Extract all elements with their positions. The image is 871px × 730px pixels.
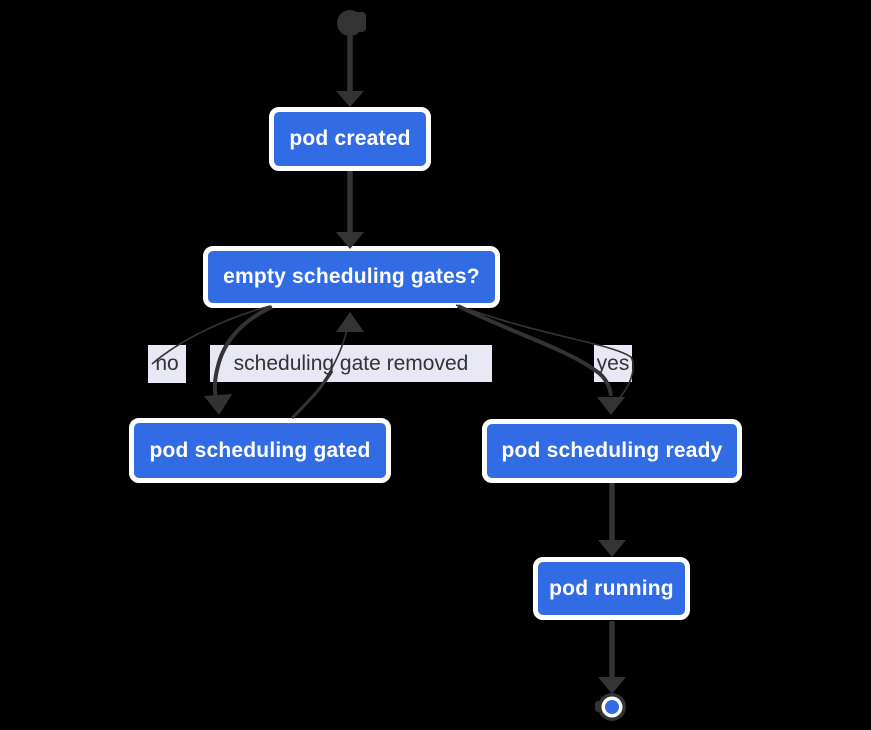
arrowhead-icon [336, 312, 364, 332]
node-pod-scheduling-gated: pod scheduling gated [129, 418, 391, 483]
edge-label-scheduling-gate-removed-text: scheduling gate removed [233, 351, 469, 375]
node-pod-scheduling-ready: pod scheduling ready [482, 419, 742, 483]
node-pod-scheduling-gated-label: pod scheduling gated [149, 438, 371, 462]
arrowhead-icon [204, 394, 232, 415]
node-pod-running-label: pod running [549, 576, 674, 600]
edge-label-no: no [148, 345, 186, 383]
edge-label-no-text: no [155, 352, 179, 375]
node-pod-created: pod created [269, 107, 431, 171]
node-pod-scheduling-ready-label: pod scheduling ready [501, 439, 723, 462]
edge-label-yes-text: yes [596, 351, 630, 375]
arrowhead-icon [598, 677, 626, 694]
arrowhead-icon [597, 397, 625, 415]
node-pod-running: pod running [533, 557, 690, 620]
arrowhead-icon [598, 540, 626, 557]
edge-label-scheduling-gate-removed: scheduling gate removed [210, 345, 492, 382]
node-empty-scheduling-gates: empty scheduling gates? [203, 246, 500, 308]
node-pod-created-label: pod created [289, 127, 411, 150]
start-state-icon [337, 10, 366, 36]
edge-label-yes: yes [594, 345, 632, 382]
final-state-icon [595, 693, 626, 721]
arrowhead-icon [336, 91, 364, 107]
node-empty-scheduling-gates-label: empty scheduling gates? [223, 265, 480, 288]
